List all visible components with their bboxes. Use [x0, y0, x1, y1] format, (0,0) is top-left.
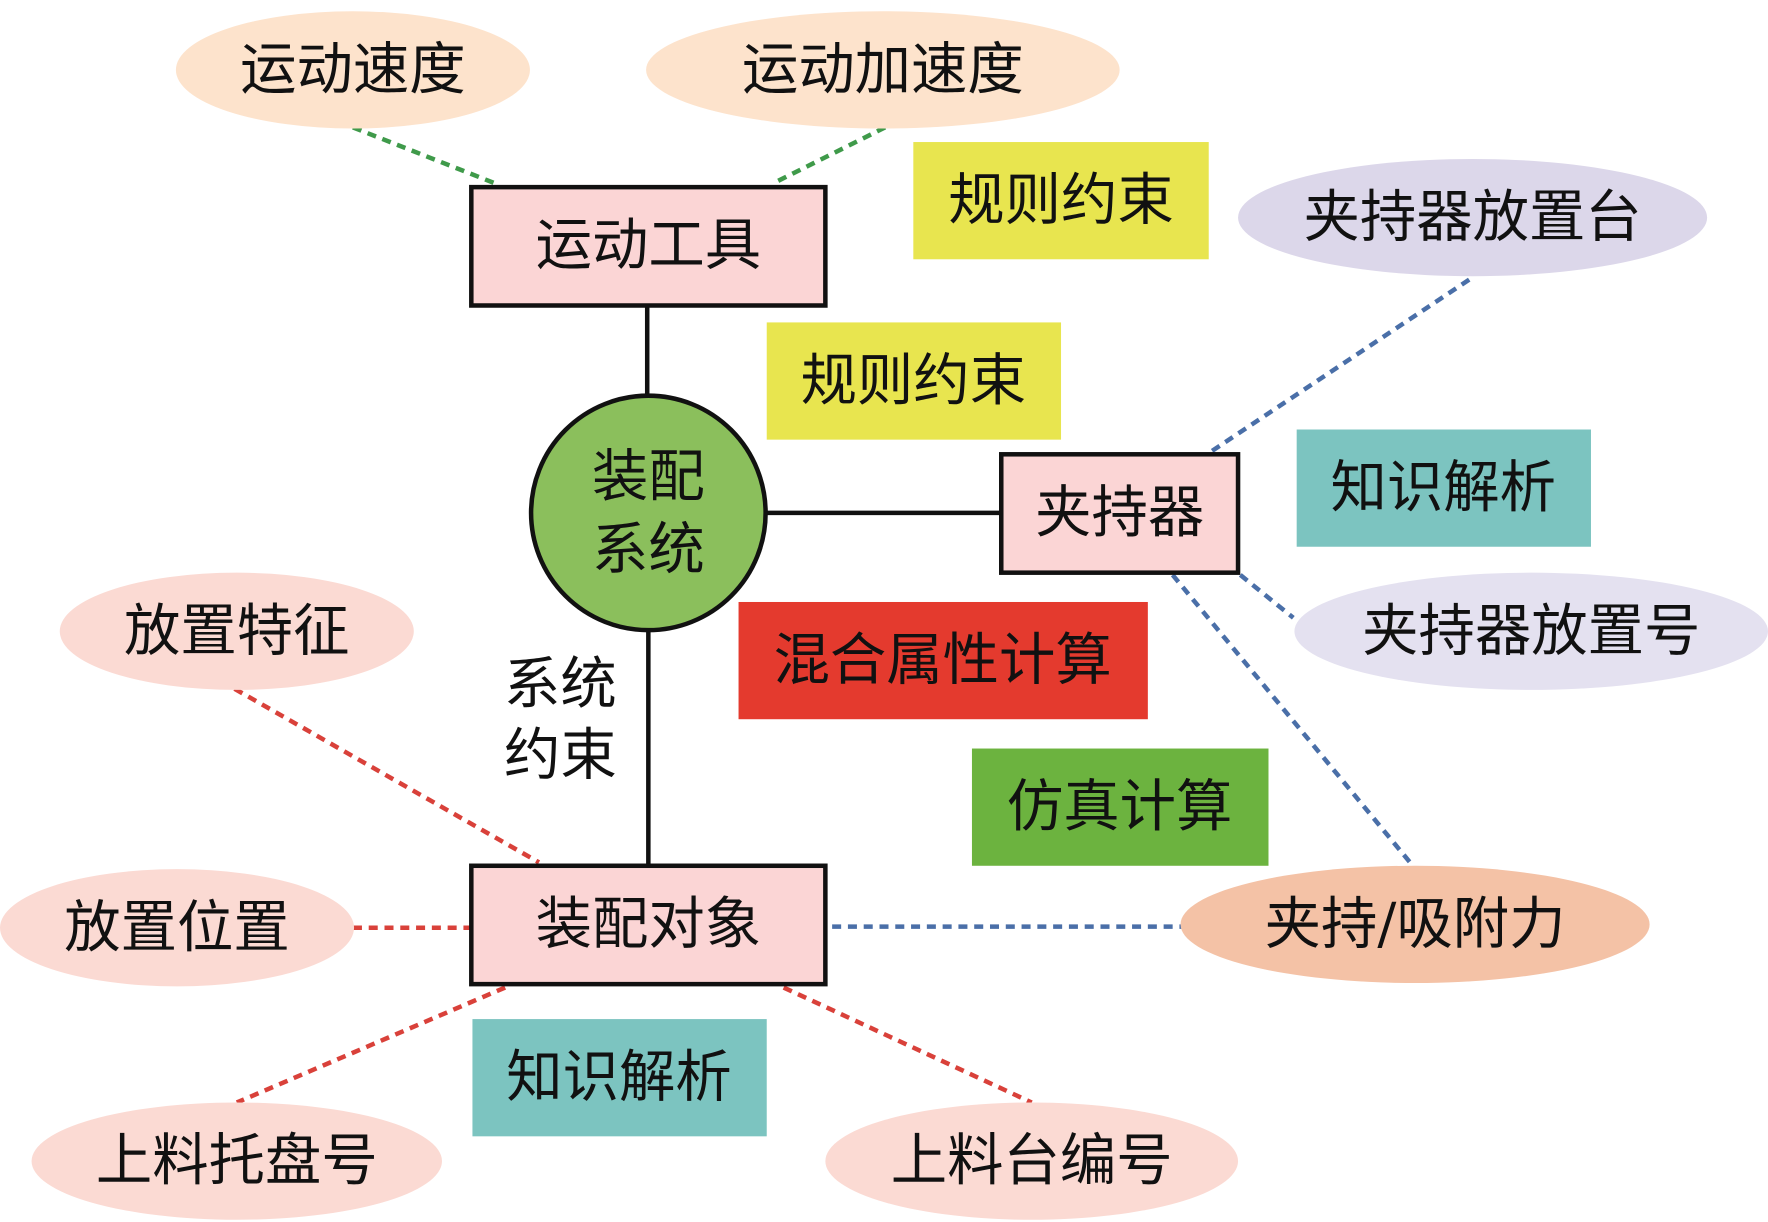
link-tray-number [235, 985, 507, 1105]
attr-place-position: 放置位置 [0, 869, 355, 987]
tag-mixed-label: 混合属性计算 [774, 628, 1112, 693]
core-label-line1: 装配 [592, 444, 705, 509]
node-gripper-label: 夹持器 [1035, 480, 1204, 545]
attr-acceleration-label: 运动加速度 [742, 37, 1024, 102]
attr-gripper-stand-label: 夹持器放置台 [1303, 185, 1641, 250]
tag-knowledge-bottom-label: 知识解析 [506, 1045, 731, 1110]
attr-station-number-label: 上料台编号 [891, 1129, 1173, 1194]
link-gripper-stand [1210, 277, 1471, 453]
attr-grip-force-label: 夹持/吸附力 [1265, 892, 1566, 957]
tag-knowledge-right: 知识解析 [1296, 429, 1591, 547]
attr-tray-number: 上料托盘号 [31, 1102, 442, 1220]
tag-rule-top: 规则约束 [913, 142, 1209, 260]
attr-gripper-stand: 夹持器放置台 [1238, 158, 1708, 277]
attr-grip-force: 夹持/吸附力 [1180, 865, 1650, 984]
node-object-label: 装配对象 [536, 892, 761, 957]
core-assembly-system: 装配 系统 [528, 393, 768, 633]
tag-simulation: 仿真计算 [971, 748, 1269, 866]
tag-rule-top-label: 规则约束 [948, 168, 1173, 233]
attr-speed: 运动速度 [175, 11, 530, 129]
red-dashed-links [233, 686, 1033, 1105]
tag-knowledge-right-label: 知识解析 [1331, 456, 1556, 521]
tag-rule-mid: 规则约束 [766, 322, 1062, 440]
tag-mixed: 混合属性计算 [738, 601, 1148, 720]
green-dashed-links [352, 125, 887, 186]
system-constraint-line2: 约束 [504, 723, 617, 788]
node-object: 装配对象 [469, 863, 828, 987]
attr-place-position-label: 放置位置 [64, 895, 289, 960]
attr-tray-number-label: 上料托盘号 [96, 1129, 378, 1194]
attr-place-feature-label: 放置特征 [124, 599, 349, 664]
system-constraint-label: 系统 约束 [504, 652, 617, 788]
link-place-feature [233, 686, 541, 865]
link-station-number [782, 985, 1033, 1105]
attr-place-feature: 放置特征 [59, 572, 414, 690]
link-acceleration-tool [771, 125, 887, 186]
tag-simulation-label: 仿真计算 [1007, 775, 1232, 840]
node-gripper: 夹持器 [999, 452, 1241, 575]
node-tool-label: 运动工具 [536, 213, 761, 278]
system-constraint-line1: 系统 [504, 652, 617, 717]
attr-gripper-slot-label: 夹持器放置号 [1362, 599, 1700, 664]
blue-dashed-links [832, 277, 1471, 929]
tag-knowledge-bottom: 知识解析 [472, 1019, 767, 1137]
attr-gripper-slot: 夹持器放置号 [1294, 572, 1768, 690]
link-gripper-slot [1238, 573, 1295, 620]
node-tool: 运动工具 [469, 184, 828, 308]
core-label-line2: 系统 [592, 518, 705, 583]
attr-station-number: 上料台编号 [825, 1102, 1239, 1220]
attr-speed-label: 运动速度 [240, 37, 465, 102]
attr-acceleration: 运动加速度 [646, 11, 1120, 129]
link-speed-tool [352, 125, 497, 186]
tag-rule-mid-label: 规则约束 [801, 349, 1026, 414]
